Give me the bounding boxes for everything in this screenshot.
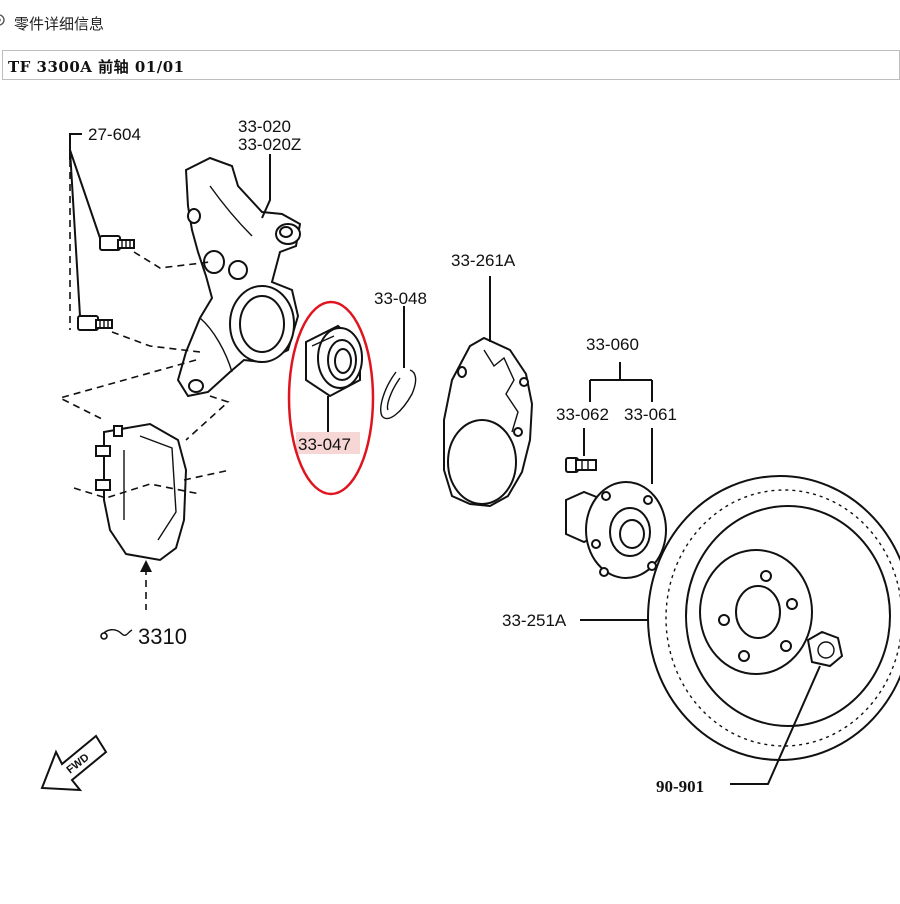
assembly-line	[73, 483, 201, 499]
brake-disc[interactable]	[647, 475, 900, 761]
steering-knuckle[interactable]	[176, 156, 302, 398]
diagram-title: TF 3300A 前轴 01/01	[8, 58, 185, 76]
part-label-33-061[interactable]: 33-061	[624, 405, 677, 424]
gear-icon	[0, 12, 8, 32]
assembly-line	[185, 395, 230, 441]
part-label-33-060[interactable]: 33-060	[586, 335, 639, 354]
assembly-line	[133, 251, 211, 269]
front-axle-diagram: 27-604 33-020 33-020Z 33-047 33-048 33-2…	[0, 82, 900, 900]
assembly-line	[111, 331, 201, 353]
part-label-33-047[interactable]: 33-047	[298, 435, 351, 454]
dust-shield[interactable]	[443, 336, 534, 508]
diagram-header: TF 3300A 前轴 01/01	[2, 50, 900, 80]
leader-27-604	[69, 133, 101, 317]
part-label-90-901[interactable]: 90-901	[656, 777, 704, 796]
wheel-bearing[interactable]	[305, 324, 363, 398]
part-label-33-261a[interactable]: 33-261A	[451, 251, 516, 270]
assembly-line	[57, 359, 197, 421]
knuckle-bolt-lower[interactable]	[77, 315, 113, 331]
part-label-33-062[interactable]: 33-062	[556, 405, 609, 424]
assembly-line	[183, 469, 231, 481]
leader-90-901	[730, 665, 821, 785]
window-titlebar: 零件详细信息	[0, 0, 900, 44]
arrowhead	[140, 560, 152, 572]
wheel-nut[interactable]	[806, 630, 844, 668]
part-label-3310[interactable]: 3310	[138, 624, 187, 649]
reference-symbol	[100, 629, 133, 640]
part-label-33-048[interactable]: 33-048	[374, 289, 427, 308]
part-label-33-020z[interactable]: 33-020Z	[238, 135, 301, 154]
part-label-33-251a[interactable]: 33-251A	[502, 611, 567, 630]
forward-arrow-icon: FWD	[40, 734, 108, 792]
leader-33-060	[589, 362, 653, 402]
highlight-circle	[287, 300, 375, 496]
highlight-box	[296, 432, 360, 454]
part-label-27-604[interactable]: 27-604	[88, 125, 141, 144]
hub-bolt[interactable]	[565, 457, 597, 473]
window-title: 零件详细信息	[14, 15, 105, 33]
knuckle-bolt-upper[interactable]	[99, 235, 135, 251]
brake-caliper[interactable]	[95, 422, 188, 562]
leader-33-020	[261, 154, 271, 219]
parts-diagram-svg: 27-604 33-020 33-020Z 33-047 33-048 33-2…	[40, 117, 900, 796]
part-label-33-020[interactable]: 33-020	[238, 117, 291, 136]
wheel-hub[interactable]	[565, 481, 667, 579]
snap-ring[interactable]	[380, 369, 417, 420]
